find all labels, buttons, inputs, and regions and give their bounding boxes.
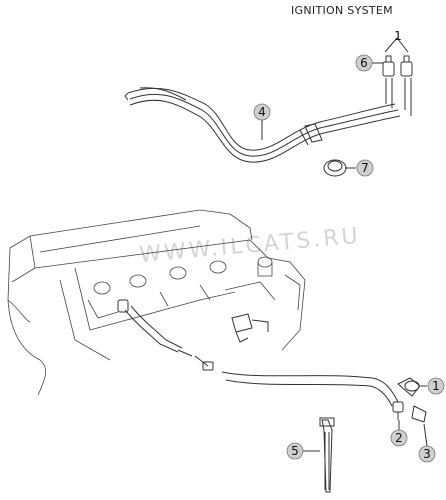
callout-1: 1 bbox=[394, 29, 402, 43]
callout-5: 5 bbox=[286, 442, 304, 460]
callout-5-label: 5 bbox=[291, 444, 299, 458]
wire-harness-part-4 bbox=[124, 78, 412, 163]
sensor-cap-part-1 bbox=[397, 377, 421, 397]
connector-part-3 bbox=[411, 405, 427, 423]
callout-1-top-label: 1 bbox=[394, 29, 402, 43]
plug-connectors-part-6 bbox=[382, 55, 413, 77]
leader-lines bbox=[261, 37, 428, 452]
callout-1-lower: 1 bbox=[427, 377, 445, 395]
ground-wire-harness bbox=[117, 299, 399, 407]
grommet-part-7 bbox=[323, 159, 347, 177]
callout-4: 4 bbox=[253, 103, 271, 121]
callout-2: 2 bbox=[390, 429, 408, 447]
callout-7-label: 7 bbox=[361, 161, 369, 175]
cable-tie-part-5 bbox=[319, 417, 335, 493]
callout-6-label: 6 bbox=[360, 56, 368, 70]
callout-7: 7 bbox=[356, 159, 374, 177]
callout-1-label: 1 bbox=[432, 379, 440, 393]
callout-2-label: 2 bbox=[395, 431, 403, 445]
diagram-title: IGNITION SYSTEM bbox=[291, 4, 393, 17]
callout-4-label: 4 bbox=[258, 105, 266, 119]
callout-3: 3 bbox=[418, 445, 436, 463]
bolt-part-2 bbox=[392, 401, 404, 420]
callout-6: 6 bbox=[355, 54, 373, 72]
callout-3-label: 3 bbox=[423, 447, 431, 461]
engine-block bbox=[7, 209, 306, 396]
